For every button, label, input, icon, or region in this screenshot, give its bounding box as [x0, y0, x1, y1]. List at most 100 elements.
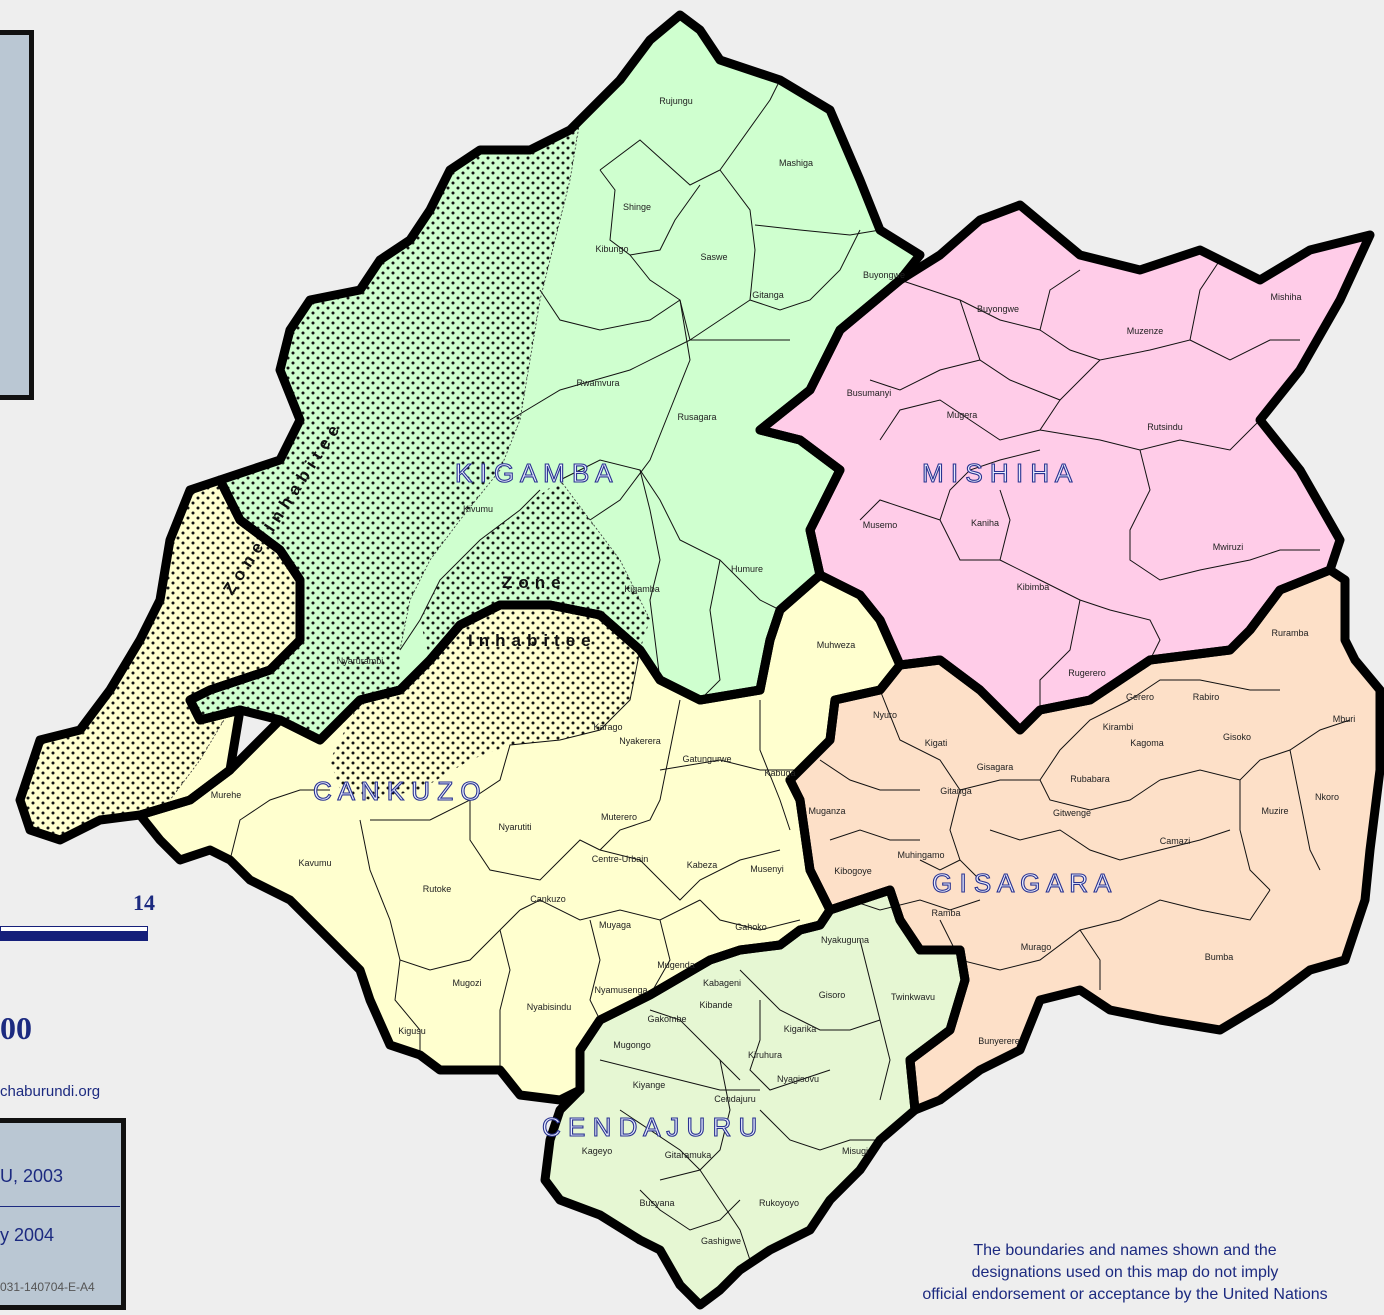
colline-label: Bunyerere	[978, 1036, 1020, 1046]
legend-panel-bottom	[0, 1118, 126, 1310]
colline-label: Rwamvura	[576, 378, 619, 388]
colline-label: Rugerero	[1068, 668, 1106, 678]
colline-label: Kabageni	[703, 978, 741, 988]
colline-label: Nyagisovu	[777, 1074, 819, 1084]
commune-cendajuru[interactable]	[545, 890, 965, 1305]
colline-label: Gerero	[1126, 692, 1154, 702]
colline-label: Musenyi	[750, 864, 784, 874]
colline-label: Ramba	[931, 908, 960, 918]
colline-label: Nyarurambi	[337, 656, 384, 666]
colline-label: Nkoro	[1315, 792, 1339, 802]
colline-label: Kibogoye	[834, 866, 872, 876]
outline-zone-west	[15, 475, 305, 845]
label-zone-south-line1: Zone	[502, 573, 567, 592]
scale-bar-dark	[0, 932, 148, 941]
colline-label: Ruramba	[1271, 628, 1308, 638]
colline-label: Rutoke	[423, 884, 452, 894]
colline-label: Rukoyoyo	[759, 1198, 799, 1208]
colline-label: Muhweza	[817, 640, 856, 650]
colline-label: Gitanga	[752, 290, 784, 300]
colline-label: Kibimba	[1017, 582, 1050, 592]
colline-label: Kavumu	[298, 858, 331, 868]
colline-label: Rabiro	[1193, 692, 1220, 702]
colline-label: Busumanyi	[847, 388, 892, 398]
panel-date-2: y 2004	[0, 1225, 55, 1245]
disclaimer: The boundaries and names shown and the d…	[880, 1240, 1370, 1306]
colline-label: Gahoko	[735, 922, 767, 932]
colline-label: Rubabara	[1070, 774, 1110, 784]
disclaimer-line-1: The boundaries and names shown and the	[973, 1242, 1277, 1259]
colline-label: Rusagara	[677, 412, 716, 422]
colline-label: Humure	[731, 564, 763, 574]
colline-label: Nyakerera	[619, 736, 661, 746]
zone-inhabitee-center	[330, 605, 640, 800]
colline-label: Twinkwavu	[891, 992, 935, 1002]
colline-label: Kibungo	[595, 244, 628, 254]
colline-label: Muzire	[1261, 806, 1288, 816]
colline-label: Gisoro	[819, 990, 846, 1000]
zone-inhabitee-west	[20, 480, 300, 840]
colline-boundaries	[229, 79, 1351, 1261]
colline-label: Muhingamo	[897, 850, 944, 860]
colline-label: Kigati	[925, 738, 948, 748]
colline-label: Kigamba	[624, 584, 660, 594]
scale-bar-label: 14	[133, 890, 155, 915]
colline-label: Muyaga	[599, 920, 631, 930]
colline-label: Kivumu	[463, 504, 493, 514]
colline-label: Karago	[593, 722, 622, 732]
colline-label: Gisagara	[977, 762, 1014, 772]
label-zone-south-line2: Inhabitee	[468, 631, 597, 650]
colline-label: Misugi	[842, 1146, 868, 1156]
colline-label: Kageyo	[582, 1146, 613, 1156]
commune-outlines	[15, 10, 1384, 1310]
colline-label: Kigusu	[398, 1026, 426, 1036]
outline-cankuzo	[135, 570, 905, 1105]
commune-mishiha[interactable]	[760, 205, 1370, 730]
commune-gisagara[interactable]	[790, 570, 1380, 1110]
colline-label: Rujungu	[659, 96, 693, 106]
map-code: 031-140704-E-A4	[0, 1280, 95, 1294]
colline-label: Kaniha	[971, 518, 999, 528]
colline-label: Cendajuru	[714, 1094, 756, 1104]
panel-divider	[0, 1206, 120, 1207]
commune-cankuzo[interactable]	[140, 575, 900, 1100]
colline-label: Kabeza	[687, 860, 718, 870]
contact-url[interactable]: chaburundi.org	[0, 1083, 101, 1100]
colline-label: Gitwenge	[1053, 808, 1091, 818]
disclaimer-line-3: official endorsement or acceptance by th…	[922, 1286, 1328, 1303]
colline-label: Mugozi	[452, 978, 481, 988]
zone-inhabitee-north	[190, 120, 580, 740]
colline-label: Camazi	[1160, 836, 1191, 846]
colline-label: Nyamusenga	[594, 985, 647, 995]
colline-label: Mburi	[1333, 714, 1356, 724]
label-kigamba: K I G A M B A	[455, 458, 613, 488]
colline-label: Nyarutiti	[498, 822, 531, 832]
colline-label: Buyongwe	[977, 304, 1019, 314]
colline-label: Shinge	[623, 202, 651, 212]
colline-label: Muterero	[601, 812, 637, 822]
colline-label: Cankuzo	[530, 894, 566, 904]
panel-date-1: U, 2003	[0, 1166, 64, 1186]
colline-label: Gashigwe	[701, 1236, 741, 1246]
colline-label: Mugenda	[657, 960, 695, 970]
colline-label: Mashiga	[779, 158, 813, 168]
colline-label: Centre-Urbain	[592, 854, 649, 864]
colline-label: Rutsindu	[1147, 422, 1183, 432]
label-gisagara: G I S A G A R A	[932, 868, 1112, 898]
colline-label: Mugera	[947, 410, 978, 420]
legend-panel-top	[0, 30, 34, 400]
label-mishiha: M I S H I H A	[922, 458, 1073, 488]
colline-label: Nyakuguma	[821, 935, 869, 945]
colline-label: Gakombe	[647, 1014, 686, 1024]
colline-label: Gatungurwe	[682, 754, 731, 764]
colline-label: Kigarika	[784, 1024, 817, 1034]
colline-label: Murehe	[211, 790, 242, 800]
colline-label: Nyabisindu	[527, 1002, 572, 1012]
colline-label: Muzenze	[1127, 326, 1164, 336]
colline-label: Mishiha	[1270, 292, 1301, 302]
colline-label: Busyana	[639, 1198, 674, 1208]
colline-label: Mugongo	[613, 1040, 651, 1050]
colline-labels: RujunguMashigaShingeKibungoSasweGitangaB…	[211, 96, 1356, 1246]
colline-label: Kabuga	[764, 768, 795, 778]
colline-label: Kibande	[699, 1000, 732, 1010]
